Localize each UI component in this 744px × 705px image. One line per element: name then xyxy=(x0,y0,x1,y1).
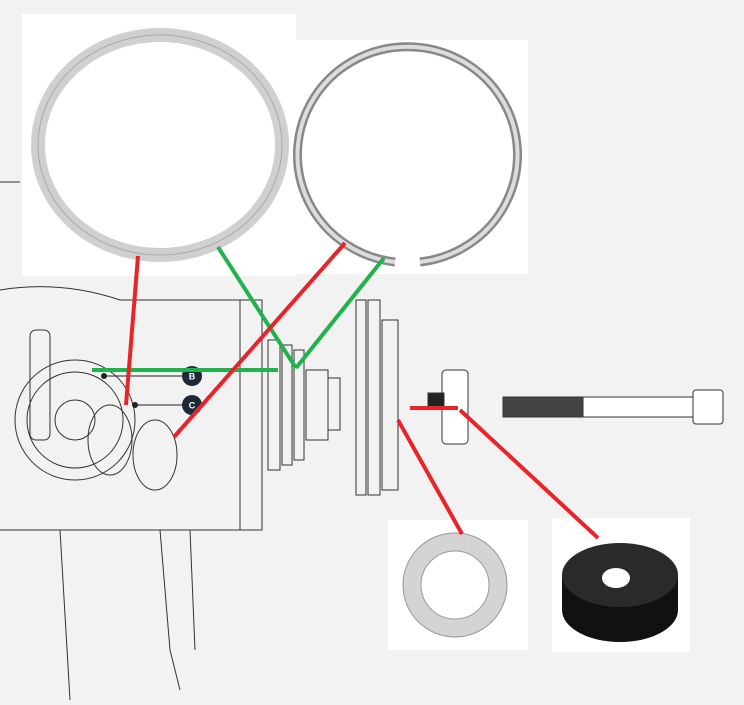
callout-c-label: C xyxy=(189,401,196,411)
green-connector-lines xyxy=(92,245,386,372)
sprocket xyxy=(14,359,136,481)
red-connector-lines xyxy=(124,241,600,540)
split-snap-ring-photo xyxy=(292,40,528,274)
end-cap-plates xyxy=(355,299,399,496)
freewheel-cassette xyxy=(267,339,341,471)
callout-c: C xyxy=(132,395,202,415)
snap-ring-drawing xyxy=(132,419,178,491)
hub-line-drawing xyxy=(0,181,724,701)
callout-b-label: B xyxy=(189,372,196,382)
split-collar-photo xyxy=(552,518,690,652)
axle-bolt xyxy=(502,389,724,425)
spacer-washer-photo xyxy=(388,520,528,650)
flat-washer-ring-photo xyxy=(22,14,296,276)
